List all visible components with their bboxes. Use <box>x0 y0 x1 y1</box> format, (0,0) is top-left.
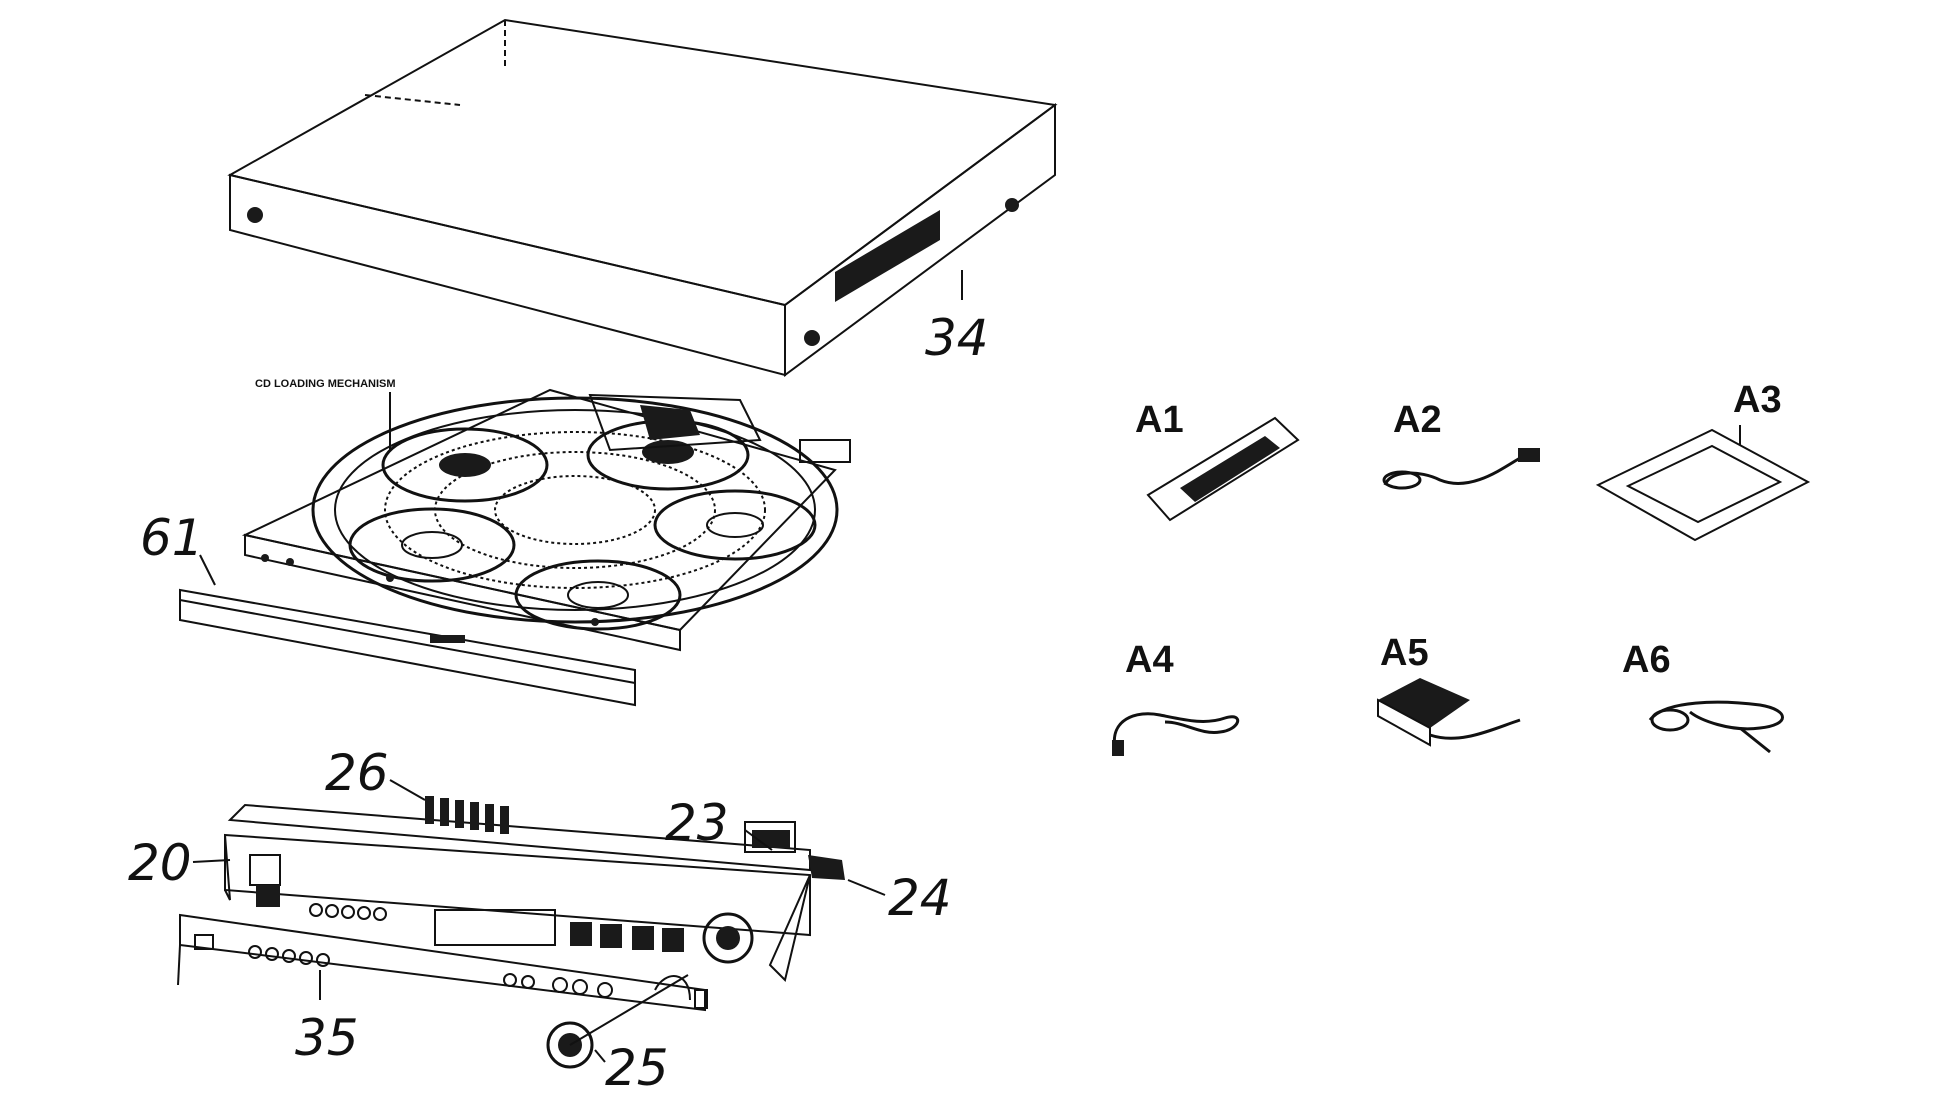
callout-61: 61 <box>140 509 204 567</box>
connector-pins <box>425 796 509 834</box>
callout-35: 35 <box>295 1009 359 1067</box>
cd-loading-mechanism: CD LOADING MECHANISM <box>179 378 851 707</box>
accessory-label-a3: A3 <box>1733 379 1782 421</box>
callout-20: 20 <box>128 834 192 892</box>
callout-34: 34 <box>925 309 989 367</box>
accessory-a1: A1 <box>1135 399 1300 522</box>
accessory-label-a4: A4 <box>1125 639 1174 681</box>
callout-24: 24 <box>888 869 952 927</box>
vent-grille <box>835 210 940 302</box>
accessory-label-a2: A2 <box>1393 399 1442 441</box>
cable-icon <box>1112 712 1239 756</box>
front-panel-assembly <box>224 796 845 982</box>
accessory-label-a1: A1 <box>1135 399 1184 441</box>
power-cord-icon <box>1382 448 1540 490</box>
volume-knob <box>546 974 689 1069</box>
callout-23: 23 <box>665 794 729 852</box>
accessory-a6: A6 <box>1622 639 1784 754</box>
accessory-label-a5: A5 <box>1380 632 1429 674</box>
callout-25: 25 <box>605 1039 669 1097</box>
accessory-a3: A3 <box>1595 379 1811 542</box>
accessory-a4: A4 <box>1112 639 1239 756</box>
mechanism-label: CD LOADING MECHANISM <box>255 378 396 390</box>
front-bezel <box>177 913 708 1012</box>
callout-26: 26 <box>325 744 389 802</box>
manual-icon <box>1595 425 1811 542</box>
button-row <box>309 903 387 921</box>
cable-icon <box>1648 700 1784 754</box>
accessory-a5: A5 <box>1377 632 1521 747</box>
accessory-a2: A2 <box>1382 399 1540 490</box>
accessory-label-a6: A6 <box>1622 639 1671 681</box>
ac-adapter-icon <box>1377 678 1521 747</box>
leader-lines <box>192 554 886 1063</box>
top-cover <box>227 18 1058 377</box>
remote-control-icon <box>1146 416 1300 522</box>
